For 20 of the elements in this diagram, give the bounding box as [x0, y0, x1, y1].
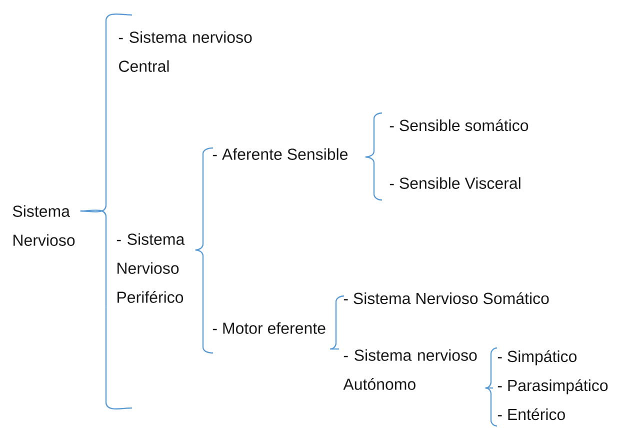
curly-brace — [80, 210, 107, 308]
term-label: Sistema Nervioso — [12, 205, 75, 246]
term-label: - Entérico — [498, 408, 565, 420]
curly-brace — [365, 112, 382, 158]
curly-brace — [485, 387, 493, 389]
term-label: - Sistema Nervioso Somático — [344, 292, 549, 304]
term-label: - Aferente Sensible — [212, 148, 348, 160]
term-label: - Parasimpático — [498, 379, 608, 394]
curly-brace — [330, 295, 344, 350]
term-label: - Sensible somático — [390, 119, 528, 132]
curly-brace — [485, 347, 498, 389]
term-label: - Sistema Nervioso Periférico — [116, 233, 185, 303]
curly-brace — [365, 156, 382, 201]
curly-brace — [485, 387, 498, 427]
term-label: - Simpático — [498, 350, 577, 366]
term-label: - Sensible Visceral — [390, 177, 520, 189]
term-label: - Sistema nervioso Autónomo — [343, 349, 477, 390]
curly-brace — [330, 348, 339, 350]
term-label: - Motor eferente — [212, 322, 326, 334]
term-label: - Sistema nervioso Central — [118, 31, 252, 72]
